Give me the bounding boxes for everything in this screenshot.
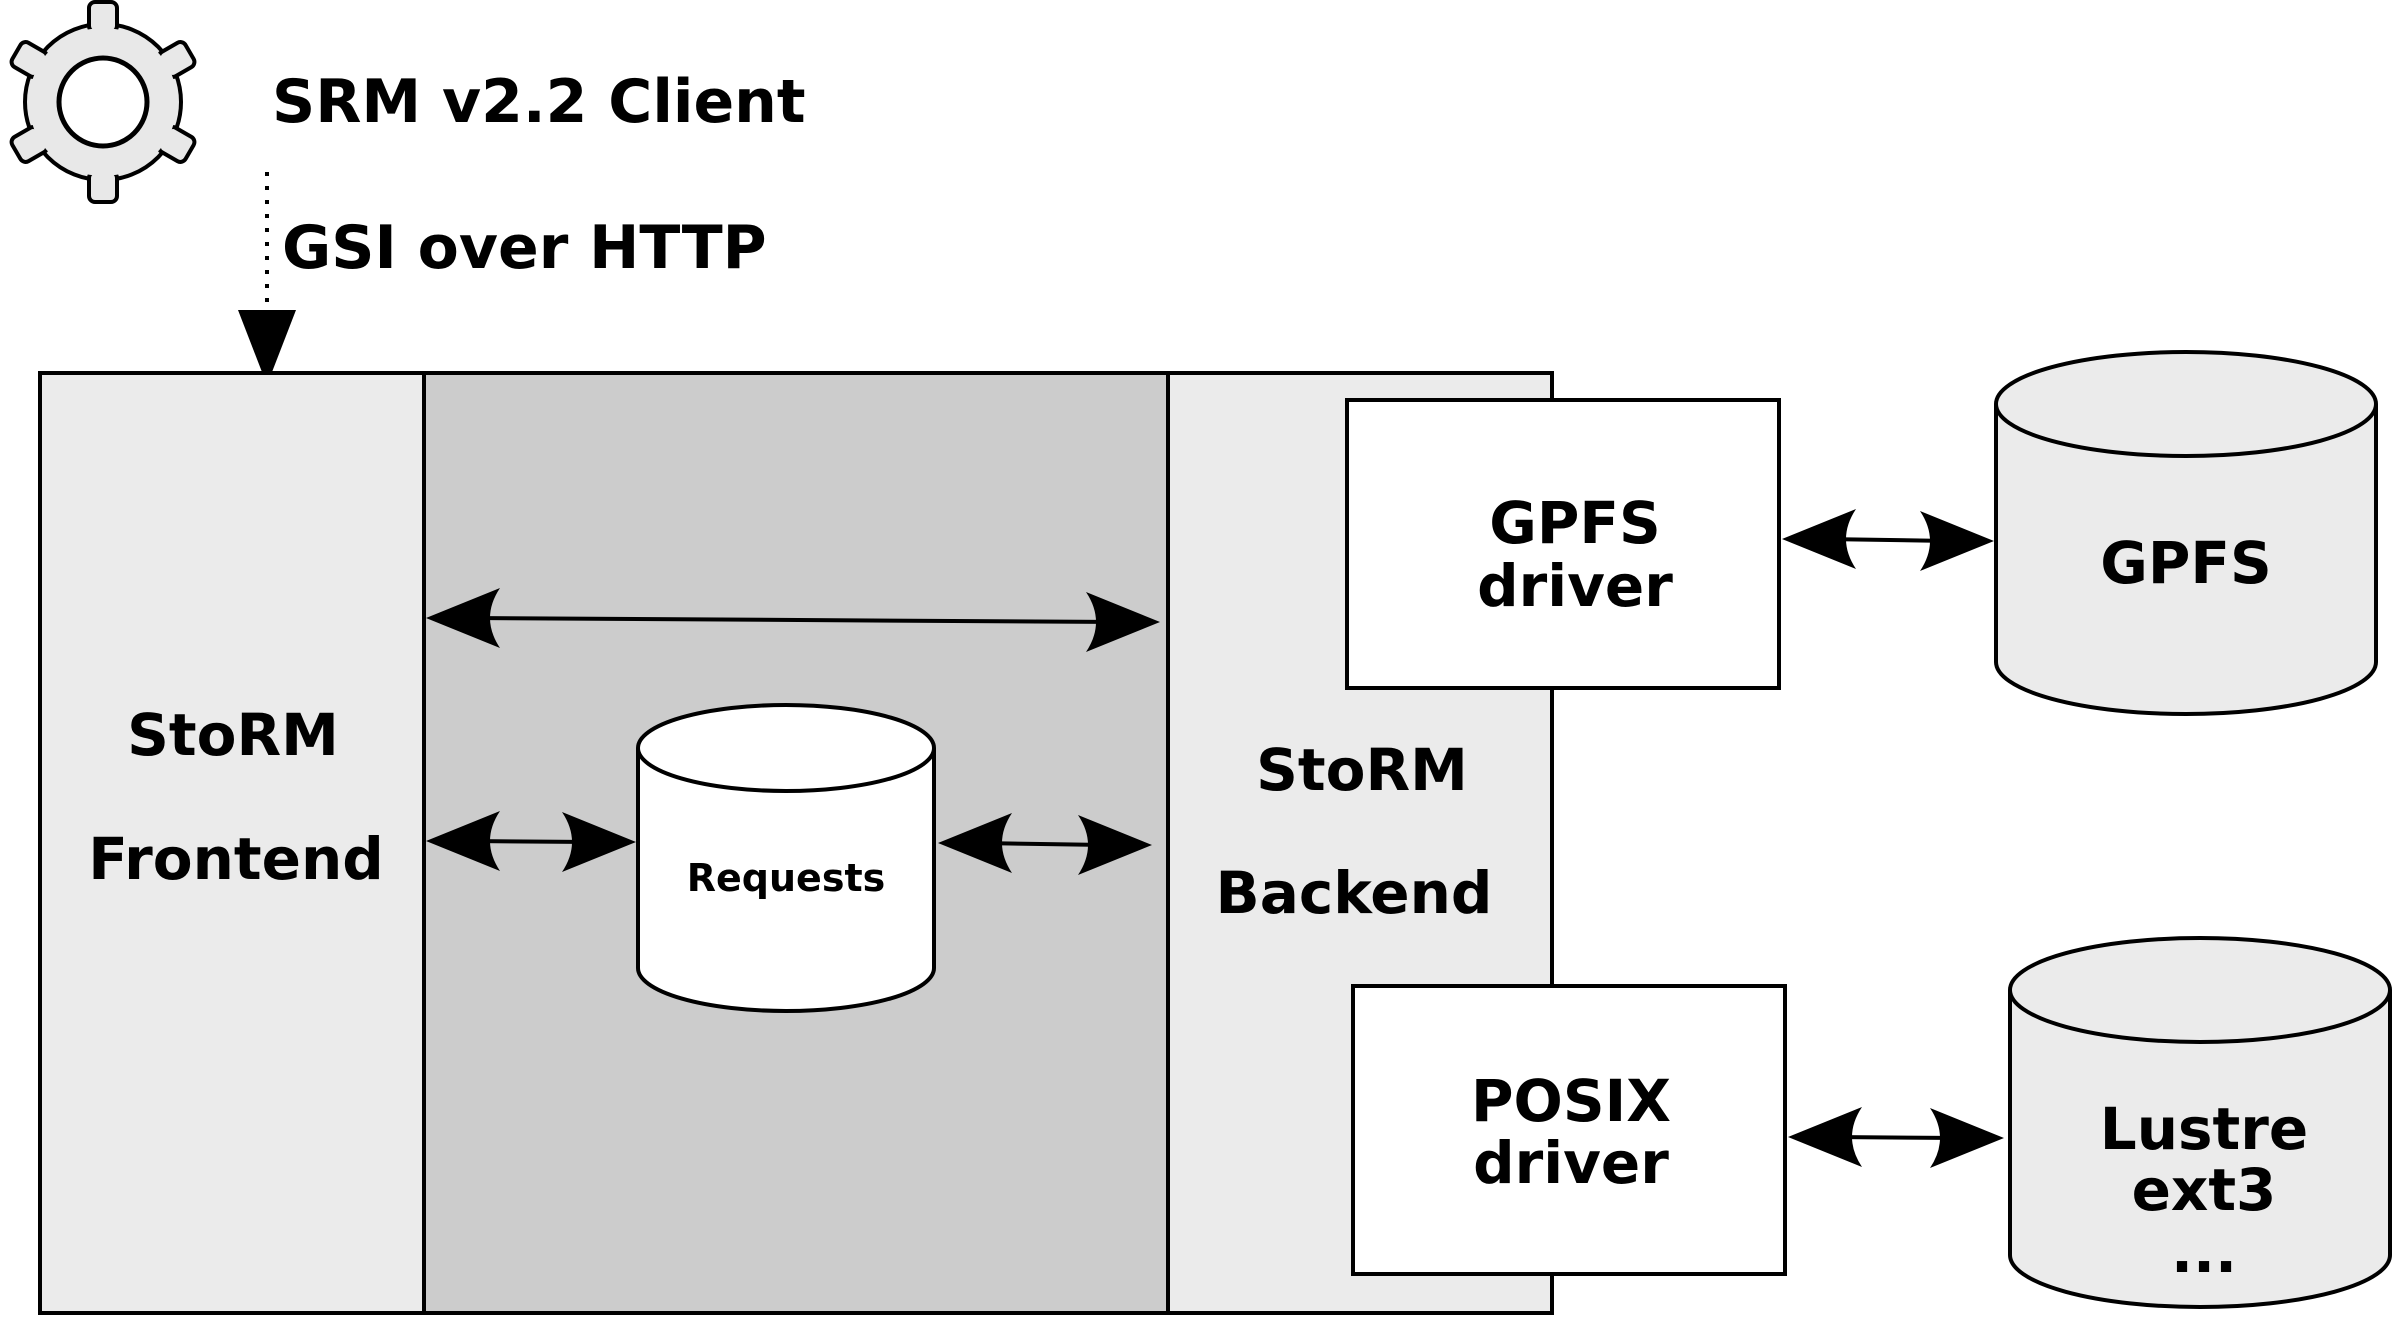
frontend-panel: [38, 371, 426, 1315]
gpfs-driver-label-line2: driver: [1477, 552, 1673, 620]
requests-database: [636, 703, 936, 1013]
client-connection-arrowhead: [238, 310, 296, 385]
gpfs-driver-storage-arrow: [1782, 509, 1994, 571]
backend-label-line2: Backend: [1216, 859, 1493, 927]
frontend-label-line2: Frontend: [88, 825, 384, 893]
gpfs-storage-label: GPFS: [2100, 529, 2272, 597]
gpfs-storage: [1994, 350, 2378, 716]
lustre-ext3-storage-label-line1: Lustre: [2100, 1095, 2308, 1163]
client-title: SRM v2.2 Client: [272, 67, 806, 137]
posix-driver-label-line2: driver: [1473, 1129, 1669, 1197]
lustre-ext3-storage-label-line3: ...: [2171, 1218, 2237, 1286]
posix-driver-storage-arrow: [1788, 1107, 2004, 1168]
requests-backend-arrow: [938, 813, 1152, 875]
frontend-requests-arrow: [426, 811, 636, 872]
requests-database-label: Requests: [687, 856, 885, 900]
gpfs-driver-label-line1: GPFS: [1489, 489, 1661, 557]
lustre-ext3-storage-label-line2: ext3: [2132, 1156, 2277, 1224]
lustre-ext3-storage: [2008, 936, 2392, 1309]
frontend-backend-arrow: [426, 588, 1160, 652]
gear-icon: [9, 0, 197, 204]
posix-driver-label-line1: POSIX: [1471, 1067, 1671, 1135]
posix-driver-box: [1351, 984, 1787, 1276]
frontend-label-line1: StoRM: [127, 701, 339, 769]
protocol-label: GSI over HTTP: [282, 213, 767, 283]
backend-label-line1: StoRM: [1256, 736, 1468, 804]
gpfs-driver-box: [1345, 398, 1781, 690]
